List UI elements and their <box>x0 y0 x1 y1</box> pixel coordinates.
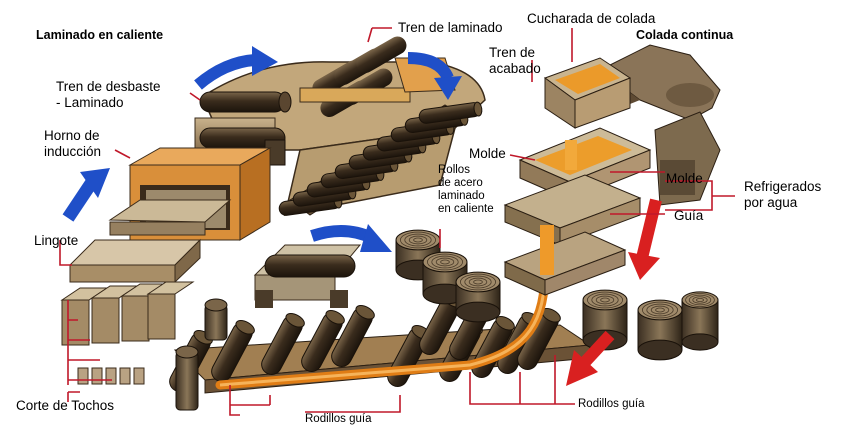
label-horno-de-induccion: Horno de inducción <box>44 128 102 159</box>
guide-roller <box>331 305 375 367</box>
blue-arrow-top-left <box>194 46 278 90</box>
rollos-acero-coils <box>395 229 719 361</box>
title-laminado-caliente: Laminado en caliente <box>36 28 164 42</box>
lingote-slab <box>68 199 232 284</box>
billet-cut <box>105 367 117 385</box>
billet-cut <box>91 367 103 385</box>
billet-cut <box>133 367 145 385</box>
label-tren-de-laminado: Tren de laminado <box>398 20 503 35</box>
label-molde-left: Molde <box>469 146 506 161</box>
label-corte-de-tochos: Corte de Tochos <box>16 398 115 413</box>
table-roller <box>418 101 483 124</box>
label-rodillos-guia-2: Rodillos guía <box>578 398 645 410</box>
guide-press <box>253 244 362 308</box>
blue-arrow-top-right <box>407 52 462 100</box>
label-rollos-acero: Rollos de acero laminado en caliente <box>438 164 494 215</box>
label-tren-de-desbaste: Tren de desbaste - Laminado <box>56 79 161 110</box>
red-arrow-down <box>628 198 662 280</box>
billet-cut <box>77 367 89 385</box>
tren-desbaste <box>194 91 292 166</box>
guide-roller <box>301 310 345 372</box>
coil <box>637 299 683 361</box>
coil <box>582 289 628 351</box>
billet <box>60 287 109 346</box>
billet <box>146 281 195 340</box>
casting-side-column <box>654 111 721 206</box>
title-colada-continua: Colada continua <box>636 28 734 42</box>
ladle-cucharada <box>543 44 721 129</box>
red-arrow-diagonal <box>566 330 615 386</box>
label-molde-right: Molde <box>666 171 703 186</box>
coil <box>455 271 501 323</box>
coil <box>681 291 719 351</box>
label-cucharada-de-colada: Cucharada de colada <box>527 11 656 26</box>
guide-roller <box>261 313 305 375</box>
mold-frames <box>503 174 642 296</box>
blue-arrow-middle <box>310 224 392 252</box>
label-lingote: Lingote <box>34 233 79 248</box>
leader-lines <box>59 27 735 416</box>
blue-arrow-left-up <box>62 168 110 222</box>
guide-roller <box>211 320 255 382</box>
corte-de-tochos-billets <box>60 281 195 385</box>
billet-cut <box>119 367 131 385</box>
label-rodillos-guia-1: Rodillos guía <box>305 413 372 425</box>
label-tren-de-acabado: Tren de acabado <box>489 45 541 76</box>
roller-post <box>175 351 199 411</box>
label-guia: Guía <box>674 208 704 223</box>
label-refrigerados-por-agua: Refrigerados por agua <box>744 179 822 210</box>
roller-table-rollers <box>278 101 483 216</box>
